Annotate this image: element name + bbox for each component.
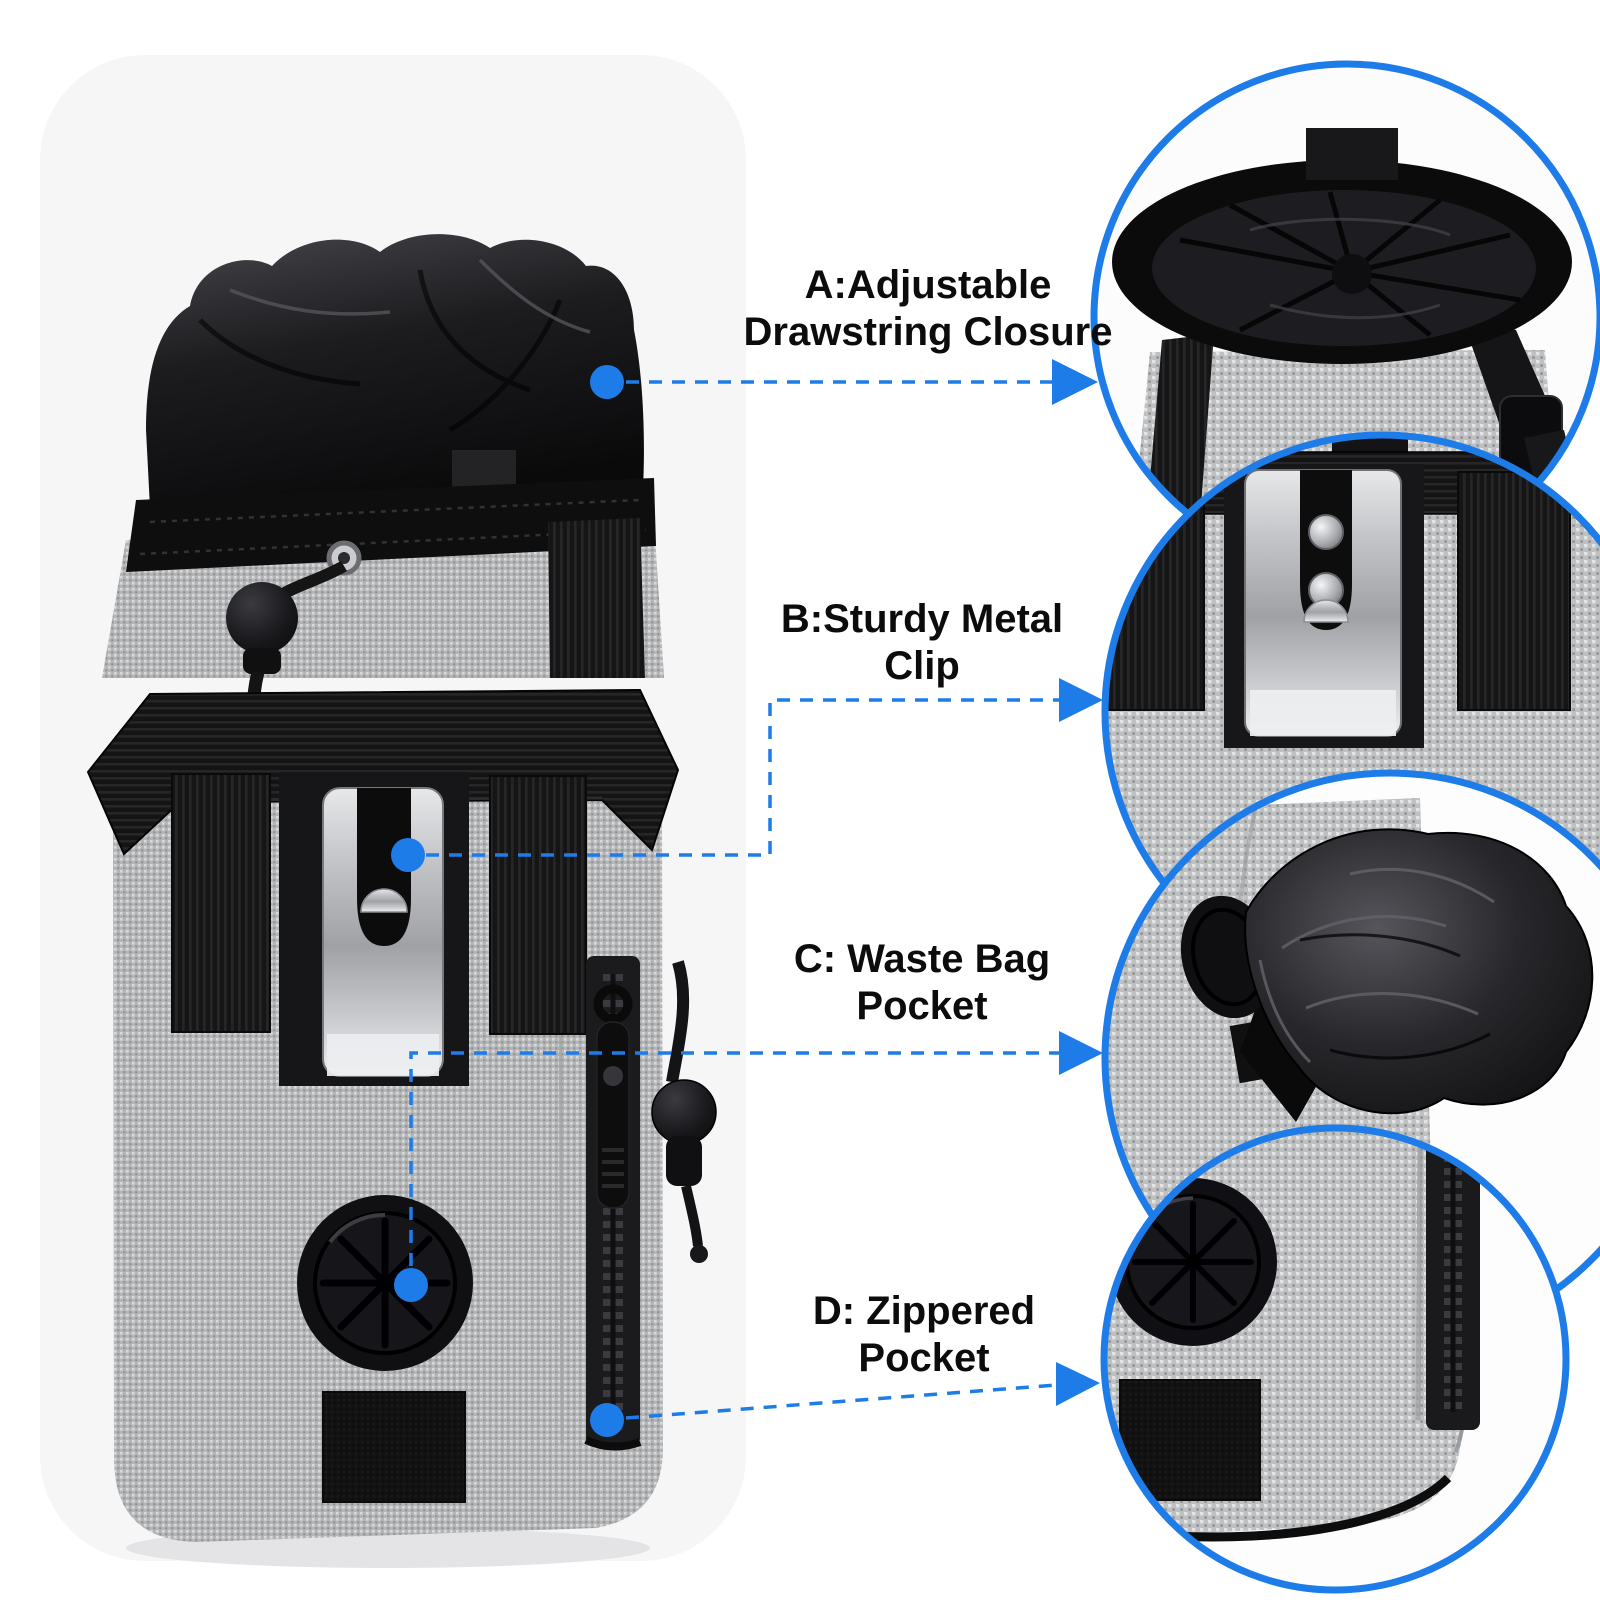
side-cord-lock-barrel — [666, 1136, 702, 1186]
nylon-sheen — [229, 258, 591, 334]
callout-dot-a — [590, 365, 624, 399]
callout-label-metal-clip: B:Sturdy Metal Clip — [692, 596, 1152, 690]
arrow-icon-d — [1056, 1362, 1100, 1406]
right-strap — [489, 775, 587, 1035]
callout-connectors — [409, 380, 1059, 1420]
callout-label-line: Drawstring Closure — [743, 310, 1113, 354]
callout-label-drawstring-closure: A:Adjustable Drawstring Closure — [698, 262, 1158, 356]
callout-label-line: Pocket — [856, 984, 988, 1028]
arrow-icon-c — [1059, 1031, 1103, 1075]
detail-circle-clip — [1101, 431, 1600, 993]
center-strap — [548, 518, 645, 678]
waste-bag — [1244, 828, 1594, 1115]
connector-line-d — [625, 1383, 1057, 1420]
cord-lock-barrel — [243, 648, 281, 674]
clip-bottom-band — [327, 1034, 439, 1076]
callout-label-line: A:Adjustable — [804, 263, 1052, 307]
left-strap — [171, 773, 271, 1033]
cord-lock-toggle — [226, 582, 298, 654]
side-cord-lock — [651, 1079, 717, 1145]
clip-tongue — [360, 888, 408, 913]
photo-back-view — [102, 234, 664, 794]
callout-dot-b — [391, 838, 425, 872]
velcro-square-detail — [1119, 1379, 1261, 1501]
callout-label-waste-bag-pocket: C: Waste Bag Pocket — [692, 936, 1152, 1030]
side-cord-tail — [681, 1184, 703, 1247]
rim-velcro-tab — [1306, 128, 1398, 180]
connector-line-c — [409, 1051, 1059, 1266]
velcro-square — [322, 1391, 466, 1503]
zipper-pull-ring — [593, 984, 633, 1024]
callout-label-line: D: Zippered — [812, 1289, 1036, 1333]
detail-circle-zipper — [1100, 1124, 1570, 1594]
side-cord-knot — [690, 1245, 708, 1263]
callout-label-zippered-pocket: D: Zippered Pocket — [694, 1288, 1154, 1382]
clip-rivet-top — [1308, 514, 1344, 550]
callout-dot-d — [590, 1403, 624, 1437]
callout-label-line: C: Waste Bag — [793, 937, 1051, 981]
arrow-icon-a — [1052, 359, 1098, 405]
connector-line-b — [426, 698, 1059, 857]
waste-bag-grommet — [297, 1195, 473, 1371]
callout-label-line: Clip — [884, 644, 960, 688]
zipper-pull — [596, 1021, 630, 1209]
arrow-icon-b — [1059, 678, 1103, 722]
zipper-pull-hole — [603, 1066, 623, 1086]
panel-seam — [558, 959, 564, 1446]
zipper-end — [584, 1436, 642, 1451]
callout-markers — [391, 359, 1103, 1437]
photo-front-view — [86, 688, 717, 1568]
side-cord — [666, 960, 690, 1083]
cinch-folds — [1179, 191, 1521, 337]
callout-dot-c — [394, 1268, 428, 1302]
binding-band — [126, 478, 656, 572]
drawstring-fabric — [146, 234, 644, 520]
callout-label-line: Pocket — [858, 1336, 990, 1380]
callout-label-line: B:Sturdy Metal — [780, 597, 1064, 641]
circle-border-d — [1100, 1124, 1570, 1594]
zipper-pull-grip — [602, 1148, 624, 1188]
